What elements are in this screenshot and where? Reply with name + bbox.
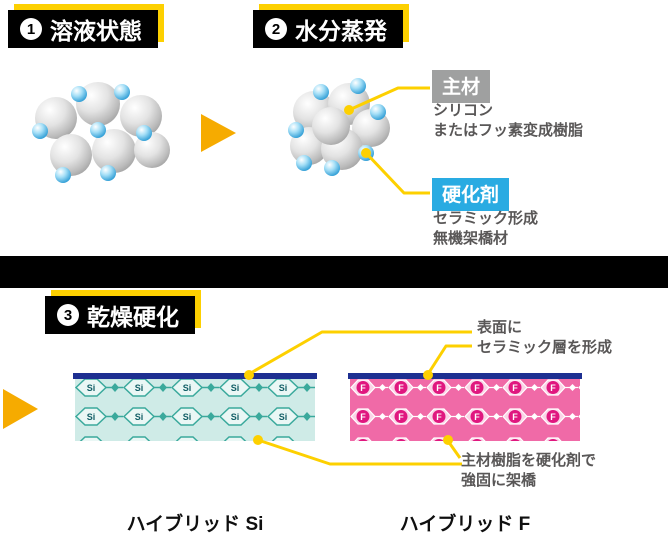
resin-sphere: [134, 132, 170, 168]
hardener-sphere: [71, 86, 87, 102]
resin-sphere: [120, 95, 162, 137]
hybrid-f-caption: ハイブリッド F: [399, 514, 531, 535]
si-resin-body: [75, 379, 315, 441]
surface-annotation: 表面に セラミック層を形成: [477, 318, 612, 358]
leader-dot: [344, 105, 354, 115]
main-material-desc-line2: またはフッ素変成樹脂: [433, 122, 584, 139]
hardener-sphere: [136, 125, 152, 141]
hybrid-f-texture: [348, 373, 582, 441]
hardener-desc: セラミック形成 無機架橋材: [433, 209, 538, 249]
leader-dot: [253, 435, 263, 445]
step-2-label: 水分蒸発: [295, 18, 387, 44]
hardener-sphere: [350, 78, 366, 94]
step-1-label: 溶液状態: [50, 18, 142, 44]
solution-cluster: [32, 82, 170, 183]
step-2-header: 2 水分蒸発: [253, 10, 403, 48]
step-2-number: 2: [265, 18, 287, 40]
arrow-right-icon: [3, 389, 38, 429]
main-material-desc: シリコン またはフッ素変成樹脂: [433, 101, 583, 141]
leader-dot: [361, 148, 371, 158]
f-resin-body: [350, 379, 580, 441]
leader-dot: [443, 435, 453, 445]
resin-sphere: [92, 129, 136, 173]
step-3-label: 乾燥硬化: [87, 304, 179, 330]
hardener-sphere: [32, 123, 48, 139]
bottom-section: Si F: [0, 288, 668, 540]
hardener-sphere: [296, 155, 312, 171]
crosslink-annotation-line1: 主材樹脂を硬化剤で: [461, 452, 597, 469]
hybrid-si-caption: ハイブリッド Si: [126, 514, 264, 535]
hardener-desc-line2: 無機架橋材: [433, 230, 509, 247]
hybrid-si-texture: [73, 373, 317, 441]
leader-line-surface-si: [248, 330, 472, 376]
arrow-right-icon: [201, 114, 236, 152]
leader-line-crosslink-si: [257, 438, 462, 466]
leader-line-hardener: [364, 151, 430, 195]
leader-dot: [244, 370, 254, 380]
step-3-number: 3: [57, 304, 79, 326]
bottom-illustration: Si F: [3, 330, 582, 466]
hardener-desc-line1: セラミック形成: [433, 210, 539, 227]
hardener-sphere: [55, 167, 71, 183]
hardener-sphere: [288, 122, 304, 138]
leader-line-surface-f: [426, 344, 472, 375]
resin-sphere: [76, 82, 120, 126]
section-divider-band: [0, 256, 668, 288]
hardener-sphere: [90, 122, 106, 138]
hardener-sphere: [114, 84, 130, 100]
step-3-header: 3 乾燥硬化: [45, 296, 195, 334]
top-section: 1 溶液状態 2 水分蒸発 主材 シリコン またはフッ素変成樹脂 硬化剤 セラミ…: [0, 0, 668, 256]
crosslink-annotation-line2: 強固に架橋: [461, 472, 537, 489]
main-material-chip: 主材: [432, 70, 491, 103]
hardener-sphere: [100, 165, 116, 181]
hardener-chip: 硬化剤: [432, 178, 510, 211]
step-1-number: 1: [20, 18, 42, 40]
ceramic-layer-bar-si: [73, 373, 317, 379]
top-illustration: [32, 78, 430, 195]
resin-sphere: [312, 107, 350, 145]
ceramic-layer-bar-f: [348, 373, 582, 379]
leader-lines-top: [348, 86, 430, 195]
hardener-sphere: [324, 160, 340, 176]
leader-line-main-material: [348, 86, 430, 112]
hardener-sphere: [313, 84, 329, 100]
crosslink-annotation: 主材樹脂を硬化剤で 強固に架橋: [461, 451, 596, 491]
main-material-desc-line1: シリコン: [433, 102, 494, 119]
hardener-sphere: [370, 104, 386, 120]
resin-sphere: [50, 134, 92, 176]
surface-annotation-line1: 表面に: [477, 319, 523, 336]
evaporation-cluster: [288, 78, 390, 176]
leader-dot: [423, 370, 433, 380]
step-1-header: 1 溶液状態: [8, 10, 158, 48]
surface-annotation-line2: セラミック層を形成: [477, 339, 613, 356]
